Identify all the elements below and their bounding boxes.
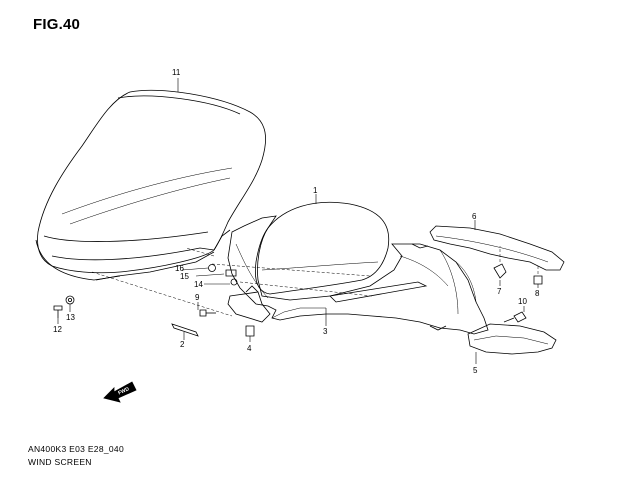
callout-14: 14 [194, 280, 203, 289]
forward-label: FWD [117, 386, 130, 396]
inner-cover-part [227, 215, 489, 335]
callout-5: 5 [473, 366, 478, 375]
callout-4: 4 [247, 344, 252, 353]
callout-10: 10 [518, 297, 527, 306]
callout-13: 13 [66, 313, 75, 322]
lower-right-panel-part [467, 323, 557, 355]
callout-12: 12 [53, 325, 62, 334]
figure-title: FIG.40 [33, 16, 81, 33]
alignment-lines [91, 246, 539, 317]
forward-arrow-icon: FWD [103, 381, 137, 403]
callout-3: 3 [323, 327, 328, 336]
callout-2: 2 [180, 340, 185, 349]
section-name: WIND SCREEN [28, 457, 92, 467]
rubber-strip-part [171, 323, 199, 337]
windscreen-lower-part [254, 201, 390, 295]
callouts: 11 1 6 16 15 14 7 8 9 10 13 12 3 2 4 5 [53, 68, 540, 375]
fasteners [53, 263, 543, 337]
windscreen-upper-part [35, 89, 266, 281]
callout-8: 8 [535, 289, 540, 298]
callout-9: 9 [195, 293, 200, 302]
upper-right-panel-part [429, 225, 565, 271]
callout-16: 16 [175, 264, 184, 273]
callout-6: 6 [472, 212, 477, 221]
callout-1: 1 [313, 186, 318, 195]
callout-11: 11 [172, 68, 181, 77]
callout-15: 15 [180, 272, 189, 281]
callout-7: 7 [497, 287, 502, 296]
model-code: AN400K3 E03 E28_040 [28, 444, 124, 454]
